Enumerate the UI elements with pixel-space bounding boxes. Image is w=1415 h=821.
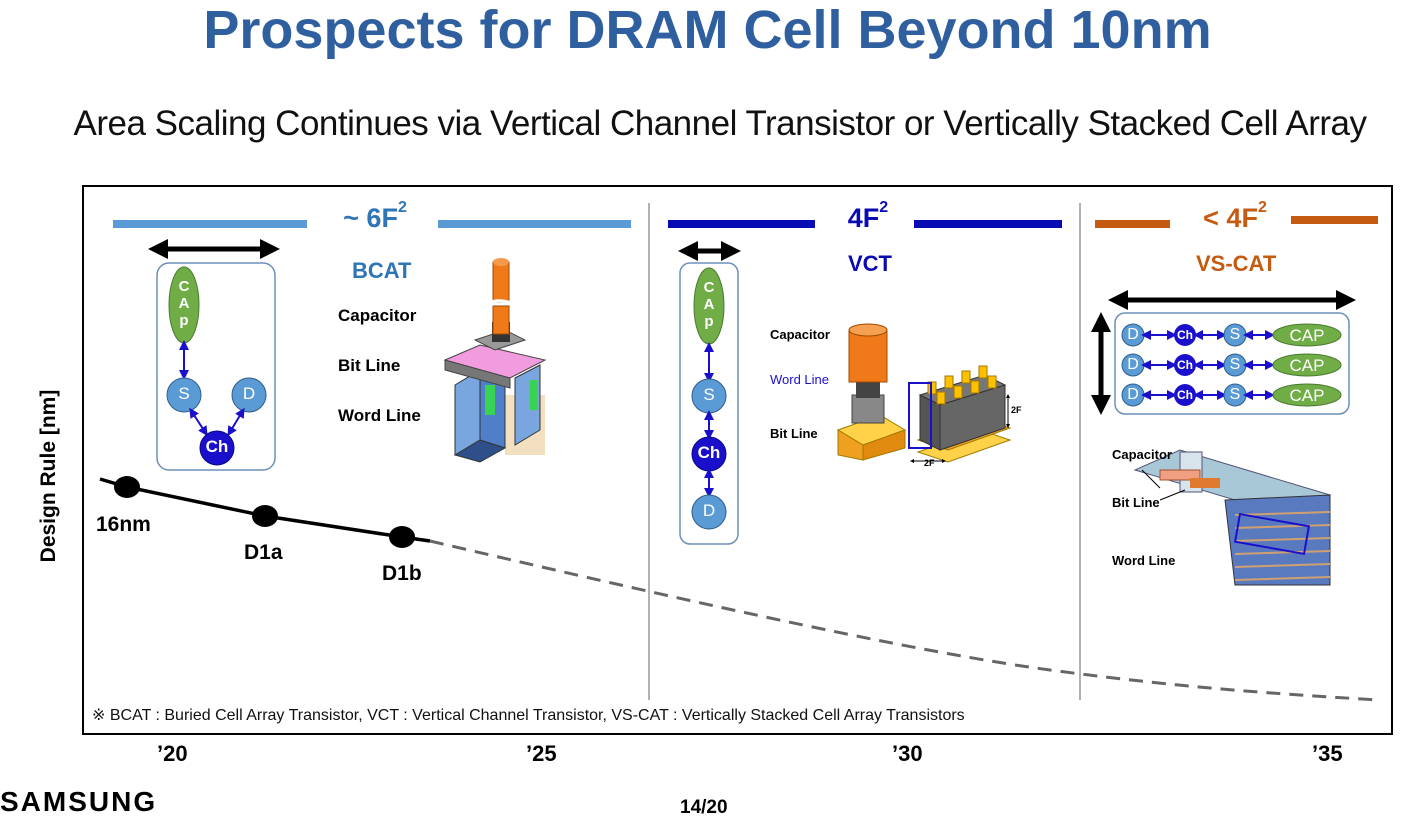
- vct-3d-structure: [836, 323, 907, 461]
- vct-array-structure: [908, 365, 1012, 463]
- bcat-capacitor-label: Capacitor: [338, 306, 417, 325]
- vct-dim-width: 2F: [924, 458, 935, 468]
- vscat-channel-node: Ch: [1177, 358, 1193, 372]
- vscat-wordline-label: Word Line: [1112, 553, 1176, 568]
- bcat-channel-node: Ch: [205, 437, 229, 456]
- x-tick-2020: ’20: [157, 741, 188, 766]
- bcat-source-node: S: [178, 384, 190, 403]
- vct-dim-height: 2F: [1011, 405, 1022, 415]
- vscat-drain-node: D: [1127, 386, 1139, 403]
- vscat-bitline-label: Bit Line: [1112, 495, 1160, 510]
- bcat-label: BCAT: [352, 258, 412, 283]
- vscat-source-node: S: [1229, 326, 1241, 343]
- vscat-label: VS-CAT: [1196, 251, 1277, 276]
- bcat-wordline-label: Word Line: [338, 406, 421, 425]
- vct-source-node: S: [703, 385, 715, 404]
- vscat-cell-schematic: [1091, 290, 1356, 415]
- vct-drain-node: D: [702, 501, 716, 520]
- slide-title: Prospects for DRAM Cell Beyond 10nm: [203, 0, 1212, 60]
- node-dot-d1b: [389, 526, 415, 548]
- bcat-header-bars: [113, 220, 631, 228]
- vct-bitline-label: Bit Line: [770, 426, 818, 441]
- vscat-cap-node: CAP: [1289, 386, 1325, 405]
- node-dot-d1a: [252, 505, 278, 527]
- bcat-cell-schematic: [148, 239, 280, 471]
- x-tick-2030: ’30: [892, 741, 923, 766]
- trend-line-dashed: [429, 539, 1379, 702]
- node-dot-16nm: [114, 476, 140, 498]
- vscat-source-node: S: [1229, 356, 1241, 373]
- vscat-cap-node: CAP: [1289, 326, 1325, 345]
- footnote: ※ BCAT : Buried Cell Array Transistor, V…: [92, 707, 965, 724]
- vct-label: VCT: [848, 251, 892, 276]
- samsung-logo: SAMSUNG: [0, 786, 158, 817]
- vscat-cap-node: CAP: [1289, 356, 1325, 375]
- vct-capacitor-label: Capacitor: [770, 327, 830, 342]
- vscat-3d-structure: [1133, 449, 1332, 586]
- vscat-design-rule: < 4F2: [1203, 199, 1267, 233]
- bcat-bitline-label: Bit Line: [338, 356, 401, 375]
- slide-subtitle: Area Scaling Continues via Vertical Chan…: [73, 104, 1367, 143]
- vscat-source-node: S: [1229, 386, 1241, 403]
- y-axis-label: Design Rule [nm]: [37, 389, 60, 563]
- diagram-frame: [82, 185, 1393, 735]
- vscat-drain-node: D: [1127, 356, 1139, 373]
- vct-design-rule: 4F2: [847, 199, 889, 233]
- vct-channel-node: Ch: [697, 443, 721, 462]
- vscat-drain-node: D: [1127, 326, 1139, 343]
- x-tick-2035: ’35: [1312, 741, 1343, 766]
- bcat-3d-structure: [443, 258, 547, 463]
- node-label-d1b: D1b: [382, 562, 422, 585]
- vscat-channel-node: Ch: [1177, 388, 1193, 402]
- vct-wordline-label: Word Line: [770, 372, 830, 387]
- vct-cell-schematic: [678, 241, 741, 545]
- vscat-channel-node: Ch: [1177, 328, 1193, 342]
- vct-header-bars: [668, 220, 1062, 228]
- page-number: 14/20: [680, 797, 728, 818]
- vscat-capacitor-label: Capacitor: [1112, 447, 1172, 462]
- bcat-drain-node: D: [242, 384, 256, 403]
- bcat-design-rule: ~ 6F2: [343, 199, 407, 233]
- node-label-d1a: D1a: [244, 541, 283, 564]
- node-label-16nm: 16nm: [96, 513, 151, 536]
- x-tick-2025: ’25: [526, 741, 557, 766]
- vscat-header-bars: [1095, 216, 1378, 228]
